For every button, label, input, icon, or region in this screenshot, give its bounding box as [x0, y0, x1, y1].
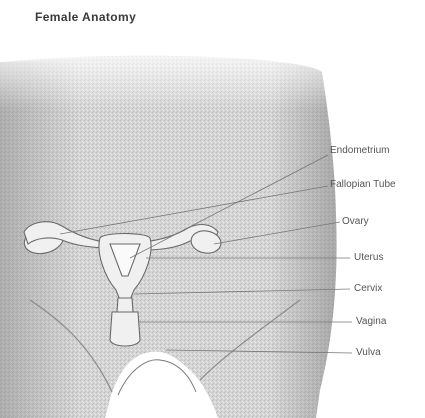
vagina-shape: [110, 312, 140, 346]
label-fallopian-tube: Fallopian Tube: [330, 179, 396, 191]
label-vulva: Vulva: [356, 347, 381, 359]
torso-right-shading: [270, 62, 337, 418]
label-ovary: Ovary: [342, 216, 369, 228]
label-endometrium: Endometrium: [330, 145, 389, 157]
torso-top-fade: [0, 55, 330, 110]
label-cervix: Cervix: [354, 283, 382, 295]
label-vagina: Vagina: [356, 316, 386, 328]
label-uterus: Uterus: [354, 252, 383, 264]
cervix-shape: [117, 298, 133, 312]
diagram-title: Female Anatomy: [35, 10, 136, 24]
